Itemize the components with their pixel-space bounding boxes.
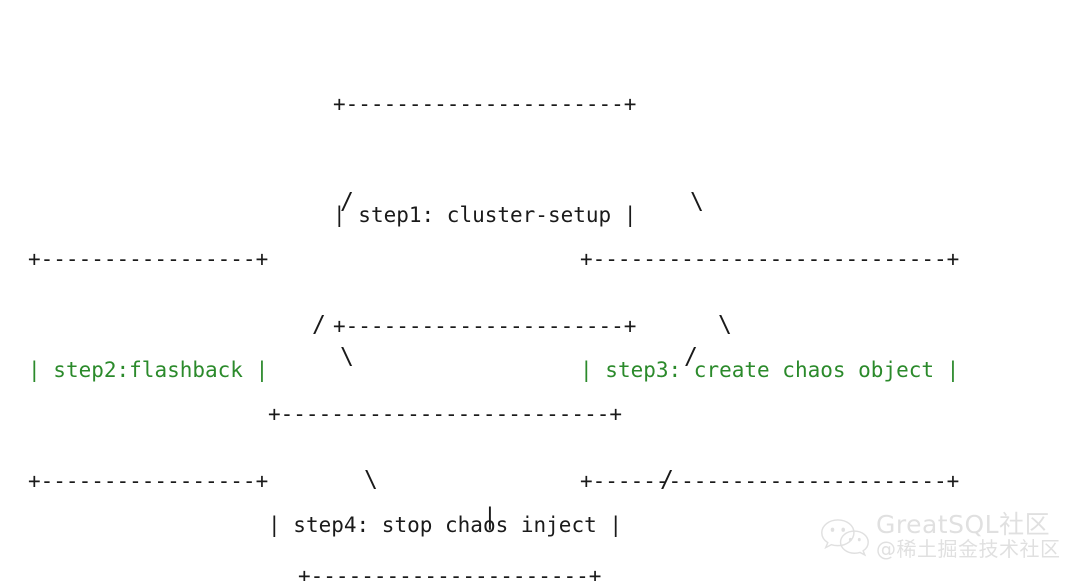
node-step1-top-border: +----------------------+ [333,92,637,116]
node-step1-pipe-left: | [333,203,346,227]
connector-step1-to-step3: \ \ [690,100,745,428]
node-step2-top-border: +-----------------+ [28,247,269,271]
node-step5: +----------------------+ | step5: clean … [298,484,601,581]
node-step3-bottom-border: +----------------------------+ [580,469,960,493]
node-step1-pipe-right: | [623,203,637,227]
node-step3-pipe-left: | [580,358,593,382]
connector-step4-to-step5-glyph-1: | [483,504,497,530]
node-step3-top-border: +----------------------------+ [580,247,960,271]
connector-step1-to-step2: / / [312,100,367,428]
node-step4-top-border: +--------------------------+ [268,402,623,426]
node-step2-pipe-right: | [255,358,269,382]
connector-step1-to-step3-glyph-1: \ [690,189,704,215]
node-step4-body: | step4: stop chaos inject | [268,507,622,544]
node-step1-bottom-border: +----------------------+ [333,314,637,338]
node-step3-body: | step3: create chaos object | [580,352,959,389]
connector-step4-to-step5: | || [483,415,538,581]
connector-step1-to-step2-glyph-2: / [312,312,326,338]
node-step2-pipe-left: | [28,358,41,382]
node-step4-label: step4: stop chaos inject [280,513,610,537]
connector-step2-to-step4: \ \ [340,255,395,581]
node-step1-body: | step1: cluster-setup | [333,197,636,234]
connector-step3-to-step4: / / [660,255,715,581]
connector-step2-to-step4-glyph-2: \ [364,467,378,493]
node-step1: +----------------------+ | step1: cluste… [333,12,636,419]
node-step4-pipe-left: | [268,513,281,537]
connector-step1-to-step2-glyph-1: / [340,189,354,215]
connector-step1-to-step3-glyph-2: \ [718,312,732,338]
node-step2: +-----------------+ | step2:flashback | … [28,167,268,574]
node-step2-bottom-border: +-----------------+ [28,469,269,493]
connector-step3-to-step4-glyph-1: / [684,344,698,370]
node-step5-top-border: +----------------------+ [298,564,602,581]
node-step3-pipe-right: | [946,358,960,382]
node-step4-pipe-right: | [609,513,623,537]
node-step2-body: | step2:flashback | [28,352,268,389]
connector-step3-to-step4-glyph-2: / [660,467,674,493]
node-step1-label: step1: cluster-setup [345,203,624,227]
connector-step2-to-step4-glyph-1: \ [340,344,354,370]
node-step4: +--------------------------+ | step4: st… [268,322,622,581]
node-step3-label: step3: create chaos object [592,358,947,382]
node-step2-label: step2:flashback [40,358,256,382]
node-step3: +----------------------------+ | step3: … [580,167,959,574]
